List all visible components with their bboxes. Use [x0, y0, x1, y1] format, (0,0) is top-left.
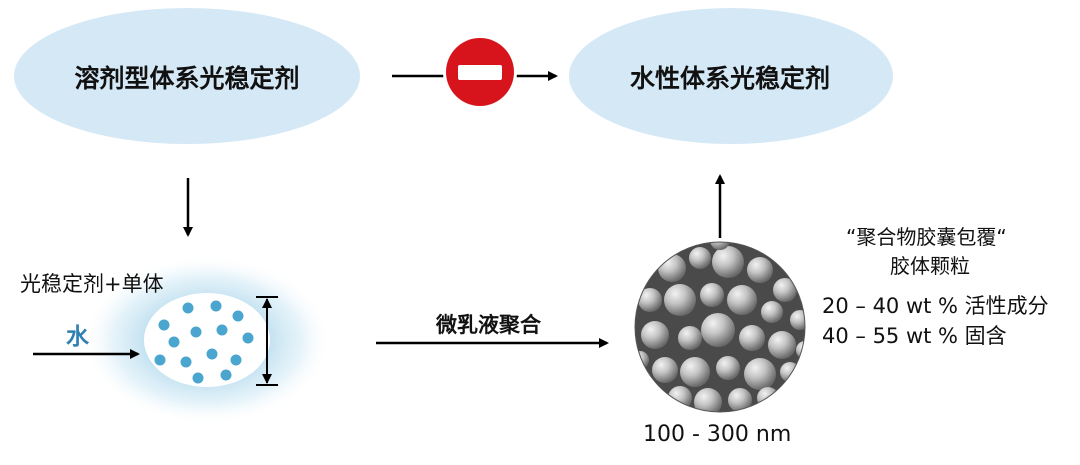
particle-sphere — [747, 257, 773, 283]
particle-size-label: 100 - 300 nm — [643, 422, 792, 447]
water-label: 水 — [66, 324, 89, 350]
particle-sphere — [727, 285, 757, 315]
capsule-title-line1: “聚合物胶囊包覆“ — [846, 225, 1007, 249]
particle-sphere — [796, 341, 805, 359]
particle-sphere — [790, 310, 805, 330]
particle-sphere — [678, 326, 702, 350]
active-content-label: 20 – 40 wt % 活性成分 — [822, 294, 1049, 318]
particle-sphere — [773, 278, 797, 302]
particle-sphere — [664, 284, 696, 316]
particle-sphere — [701, 313, 735, 347]
particle-sphere — [638, 288, 662, 312]
particle-sphere — [761, 301, 783, 323]
particle-sphere — [712, 246, 744, 278]
sem-particle-image — [635, 242, 805, 412]
droplet — [168, 336, 180, 348]
particle-sphere — [694, 388, 722, 412]
droplet — [242, 332, 254, 344]
solid-content-label: 40 – 55 wt % 固含 — [822, 324, 1007, 348]
droplet — [180, 356, 192, 368]
droplet — [190, 326, 202, 338]
droplet — [158, 319, 170, 331]
target-system-label: 水性体系光稳定剂 — [629, 64, 830, 93]
particle-sphere — [635, 351, 649, 369]
droplet — [210, 300, 222, 312]
particle-sphere — [728, 388, 752, 412]
particle-sphere — [757, 387, 779, 409]
droplet — [232, 310, 244, 322]
no-entry-icon — [443, 35, 517, 109]
particle-sphere — [768, 331, 796, 359]
particle-sphere — [658, 254, 686, 282]
capsule-title-line2: 胶体颗粒 — [890, 254, 970, 278]
droplet — [154, 354, 166, 366]
particle-sphere — [689, 247, 711, 269]
particle-sphere — [700, 283, 724, 307]
particle-sphere — [680, 357, 710, 387]
target-system-ellipse — [569, 8, 893, 144]
particle-sphere — [716, 356, 740, 380]
particle-sphere — [780, 362, 800, 382]
particle-sphere — [739, 325, 765, 351]
droplet — [220, 369, 232, 381]
droplet — [182, 302, 194, 314]
droplet — [206, 348, 218, 360]
source-system-ellipse — [14, 8, 360, 144]
droplet — [216, 324, 228, 336]
particle-sphere — [641, 321, 669, 349]
particle-sphere — [652, 357, 678, 383]
droplet — [230, 354, 242, 366]
droplets — [154, 300, 254, 384]
process-label: 微乳液聚合 — [436, 313, 541, 337]
mix-label: 光稳定剂+单体 — [20, 272, 164, 296]
particle-sphere — [744, 358, 776, 390]
droplet — [192, 372, 204, 384]
source-system-label: 溶剂型体系光稳定剂 — [74, 64, 300, 93]
particle-sphere — [710, 242, 730, 250]
